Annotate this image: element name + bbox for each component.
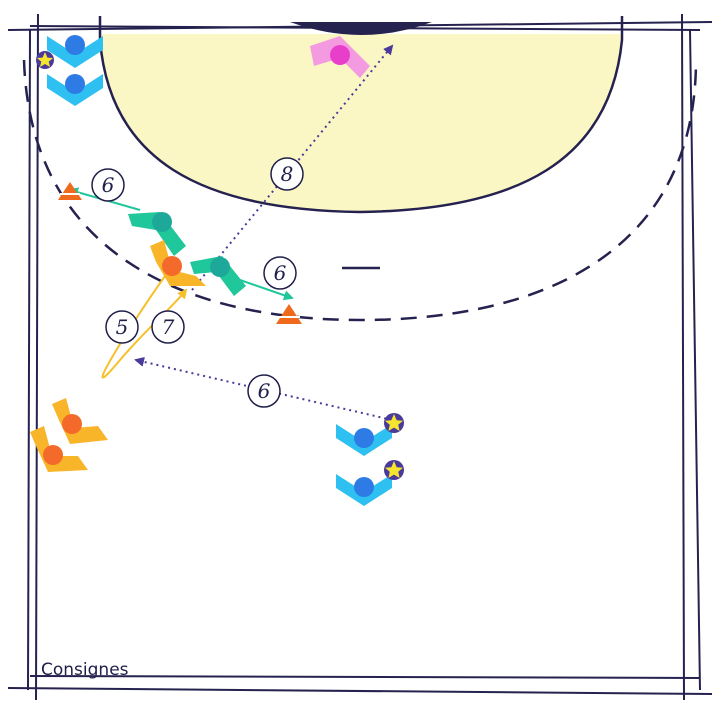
svg-text:6: 6 — [258, 379, 271, 403]
right-sideline — [681, 13, 685, 701]
blue-player-top-left-2 — [47, 74, 103, 106]
marker-5: 5 — [105, 310, 139, 344]
pink-goalkeeper — [310, 36, 370, 78]
blue-player-right-2 — [336, 474, 392, 506]
svg-text:5: 5 — [116, 315, 129, 339]
bottom-line-2 — [29, 675, 701, 679]
svg-text:6: 6 — [274, 261, 287, 285]
orange-attacker-left-2 — [30, 426, 88, 472]
goal-line-2 — [29, 25, 701, 31]
svg-text:7: 7 — [162, 315, 175, 339]
goal-area — [100, 34, 622, 212]
pass-arrow-6-bottom — [134, 356, 393, 421]
teal-defender-2 — [190, 256, 246, 296]
marker-6-left: 6 — [91, 168, 125, 202]
teal-arrow-right — [239, 279, 294, 301]
cone-right — [276, 304, 302, 324]
star-icon — [36, 51, 54, 69]
instructions-label: Consignes — [41, 660, 129, 680]
blue-player-top-left-1 — [47, 35, 103, 68]
bottom-line — [7, 687, 713, 695]
blue-player-right-1 — [336, 424, 392, 456]
marker-7: 7 — [151, 310, 185, 344]
star-icon-right-1 — [384, 413, 404, 433]
orange-attacker-center — [150, 240, 206, 286]
star-icon-right-2 — [384, 460, 404, 480]
free-throw-line — [22, 59, 698, 322]
goal-line — [7, 21, 713, 31]
marker-6-bottom: 6 — [247, 374, 281, 408]
right-sideline-2 — [689, 29, 701, 691]
svg-text:8: 8 — [281, 162, 294, 186]
goal-area-line — [98, 16, 624, 214]
svg-text:6: 6 — [102, 173, 115, 197]
left-sideline-2 — [27, 29, 31, 691]
orange-attacker-left-1 — [52, 398, 108, 444]
marker-6-right: 6 — [263, 256, 297, 290]
teal-defender-1 — [128, 212, 186, 256]
cone-left — [58, 182, 82, 200]
marker-8: 8 — [270, 157, 304, 191]
left-sideline — [35, 13, 39, 701]
